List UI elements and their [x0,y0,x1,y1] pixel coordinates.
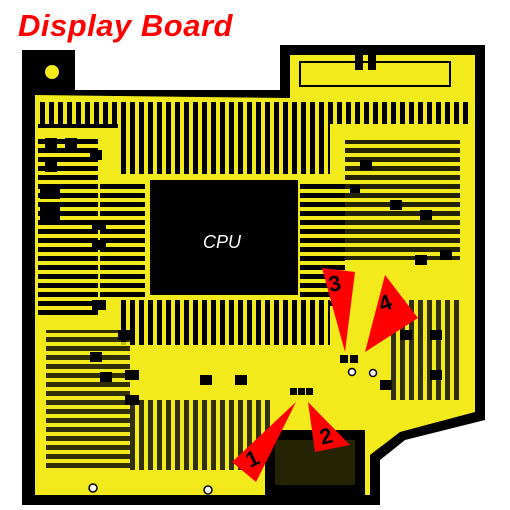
marker-4: 4 [365,275,418,352]
marker-2: 2 [308,402,350,452]
marker-1: 1 [232,402,296,482]
cpu-chip [150,180,298,295]
marker-3: 3 [322,268,355,352]
diagram-title: Display Board [18,8,233,43]
cpu-label: CPU [203,232,242,252]
marker-3-label: 3 [327,270,343,297]
mounting-hole [41,61,63,83]
components [40,138,452,405]
